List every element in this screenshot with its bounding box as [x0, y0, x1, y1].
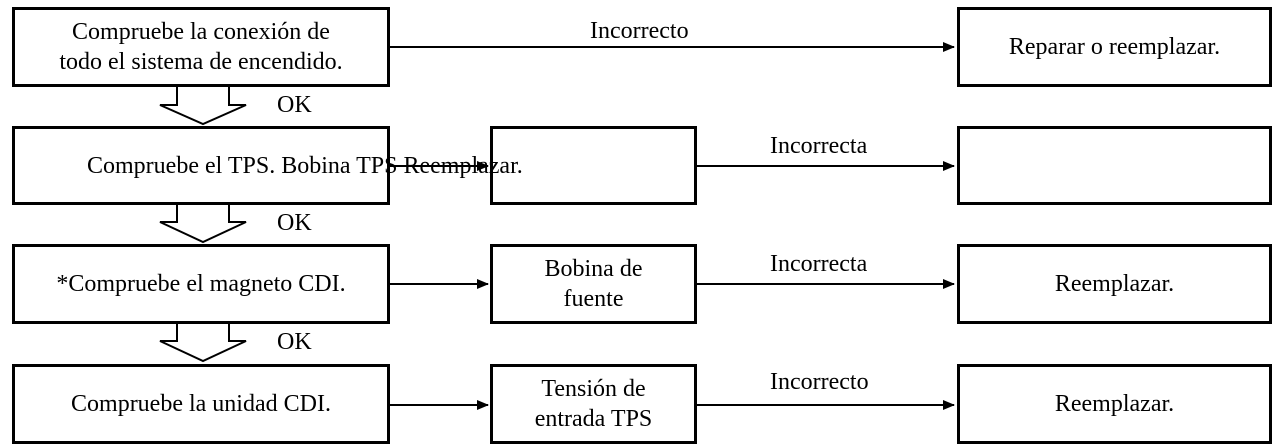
step-text: *Compruebe el magneto CDI. — [56, 271, 346, 297]
ok-label-1: OK — [277, 92, 312, 118]
step-box-connection-check: Compruebe la conexión de todo el sistema… — [12, 7, 390, 87]
part-text-line2: fuente — [563, 286, 624, 312]
part-text-line1: Tensión de — [541, 376, 646, 402]
ok-down-arrow-2 — [159, 204, 247, 244]
action-text: Reemplazar. — [1054, 271, 1175, 297]
step-box-magneto-check: *Compruebe el magneto CDI. — [12, 244, 390, 324]
ok-label-3: OK — [277, 329, 312, 355]
part-box-row2 — [490, 126, 697, 205]
step-box-cdi-unit-check: Compruebe la unidad CDI. — [12, 364, 390, 444]
part-box-source-coil: Bobina de fuente — [490, 244, 697, 324]
action-box-row2-empty — [957, 126, 1272, 205]
step-box-tps-check — [12, 126, 390, 205]
part-box-tps-input-voltage: Tensión de entrada TPS — [490, 364, 697, 444]
part-text-line2: entrada TPS — [534, 406, 653, 432]
step-text-line2: todo el sistema de encendido. — [59, 49, 343, 75]
ok-down-arrow-3 — [159, 323, 247, 363]
part-text-line1: Bobina de — [544, 256, 643, 282]
ok-down-arrow-1 — [159, 86, 247, 126]
step-text-line1: Compruebe la conexión de — [72, 19, 330, 45]
ok-label-2: OK — [277, 210, 312, 236]
action-box-repair-replace: Reparar o reemplazar. — [957, 7, 1272, 87]
step-text: Compruebe la unidad CDI. — [71, 391, 331, 417]
action-text: Reparar o reemplazar. — [1008, 34, 1221, 60]
action-box-replace-row4: Reemplazar. — [957, 364, 1272, 444]
row3-fail-label: Incorrecta — [770, 251, 868, 277]
action-box-replace-row3: Reemplazar. — [957, 244, 1272, 324]
action-text: Reemplazar. — [1054, 391, 1175, 417]
step-text-tps-check: Compruebe el TPS. Bobina TPS Reemplazar. — [87, 153, 523, 179]
row1-fail-label: Incorrecto — [590, 18, 689, 44]
row4-fail-label: Incorrecto — [770, 369, 869, 395]
row2-fail-label: Incorrecta — [770, 133, 868, 159]
